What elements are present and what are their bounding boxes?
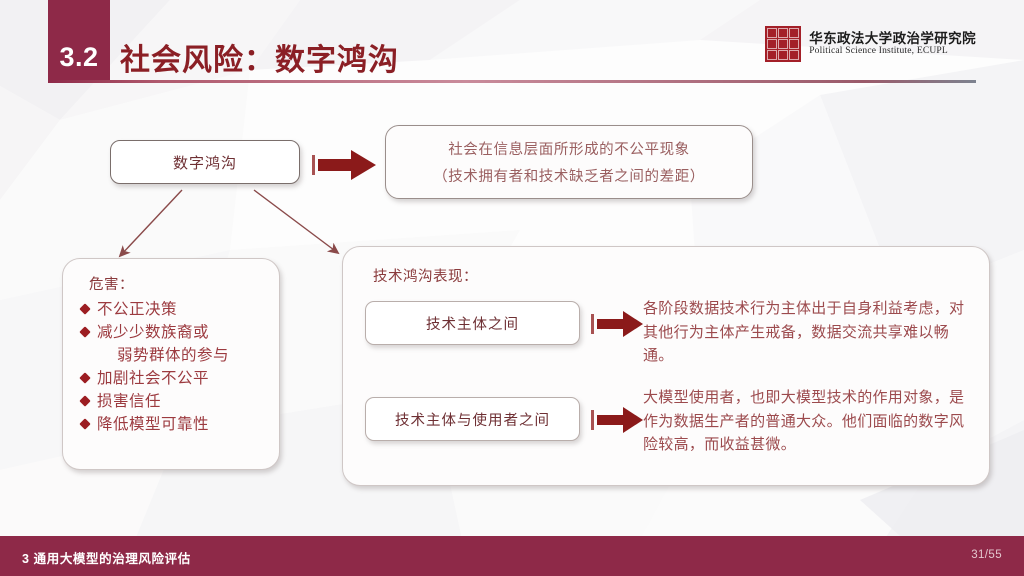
tech-subjects-label: 技术主体之间: [426, 316, 519, 333]
footer-bar: 3 通用大模型的治理风险评估 31/55: [0, 536, 1024, 576]
block-arrow-right-icon: [591, 311, 643, 337]
page-number: 31/55: [971, 549, 1002, 561]
list-item-label: 不公正决策: [97, 301, 178, 318]
definition-line-2: （技术拥有者和技术缺乏者之间的差距）: [433, 169, 705, 185]
tech-subjects-users-box[interactable]: 技术主体与使用者之间: [365, 397, 580, 441]
harms-list: 不公正决策 减少少数族裔或 弱势群体的参与 加剧社会不公平 损害信任 降低模型可…: [79, 299, 269, 436]
diamond-bullet-icon: [79, 395, 91, 407]
list-item: 损害信任: [79, 391, 269, 413]
tech-subjects-users-label: 技术主体与使用者之间: [395, 412, 550, 429]
diamond-bullet-icon: [79, 372, 91, 384]
institution-name-en: Political Science Institute, ECUPL: [809, 46, 948, 57]
list-item: 弱势群体的参与: [101, 345, 269, 367]
definition-line-1: 社会在信息层面所形成的不公平现象: [448, 142, 690, 158]
manifestation-heading: 技术鸿沟表现：: [373, 269, 478, 285]
list-item-label: 减少少数族裔或: [97, 324, 210, 341]
page-title: 社会风险：数字鸿沟: [120, 44, 399, 77]
footer-section-label: 3 通用大模型的治理风险评估: [22, 552, 191, 566]
digital-divide-label: 数字鸿沟: [172, 154, 237, 172]
diamond-bullet-icon: [79, 303, 91, 315]
digital-divide-box[interactable]: 数字鸿沟: [110, 140, 300, 184]
header-divider: [48, 80, 976, 83]
harms-heading: 危害：: [89, 277, 134, 293]
institution-name: 华东政法大学政治学研究院 Political Science Institute…: [809, 31, 976, 57]
diamond-bullet-icon: [79, 418, 91, 430]
section-number: 3.2: [59, 42, 99, 72]
list-item-label: 弱势群体的参与: [117, 347, 230, 364]
institution-logo: 华东政法大学政治学研究院 Political Science Institute…: [765, 26, 976, 62]
list-item: 减少少数族裔或: [79, 322, 269, 344]
list-item-label: 降低模型可靠性: [97, 416, 210, 433]
institution-name-cn: 华东政法大学政治学研究院: [809, 30, 976, 46]
harms-card: 危害： 不公正决策 减少少数族裔或 弱势群体的参与 加剧社会不公平 损害信任: [62, 258, 280, 470]
list-item-label: 加剧社会不公平: [97, 370, 210, 387]
block-arrow-right-icon: [591, 407, 643, 433]
list-item: 加剧社会不公平: [79, 368, 269, 390]
list-item: 不公正决策: [79, 299, 269, 321]
tech-subjects-paragraph: 各阶段数据技术行为主体出于自身利益考虑，对其他行为主体产生戒备，数据交流共享难以…: [643, 300, 965, 365]
manifestation-card: 技术鸿沟表现： 技术主体之间 各阶段数据技术行为主体出于自身利益考虑，对其他行为…: [342, 246, 990, 486]
section-number-badge: 3.2: [48, 0, 110, 80]
diamond-bullet-icon: [79, 326, 91, 338]
tech-subjects-box[interactable]: 技术主体之间: [365, 301, 580, 345]
list-item-label: 损害信任: [97, 393, 162, 410]
tech-subjects-users-paragraph: 大模型使用者，也即大模型技术的作用对象，是作为数据生产者的普通大众。他们面临的数…: [643, 389, 965, 454]
block-arrow-right-icon: [312, 150, 376, 180]
institutional-seal-icon: [765, 26, 802, 62]
definition-box: 社会在信息层面所形成的不公平现象 （技术拥有者和技术缺乏者之间的差距）: [385, 125, 753, 199]
list-item: 降低模型可靠性: [79, 414, 269, 436]
